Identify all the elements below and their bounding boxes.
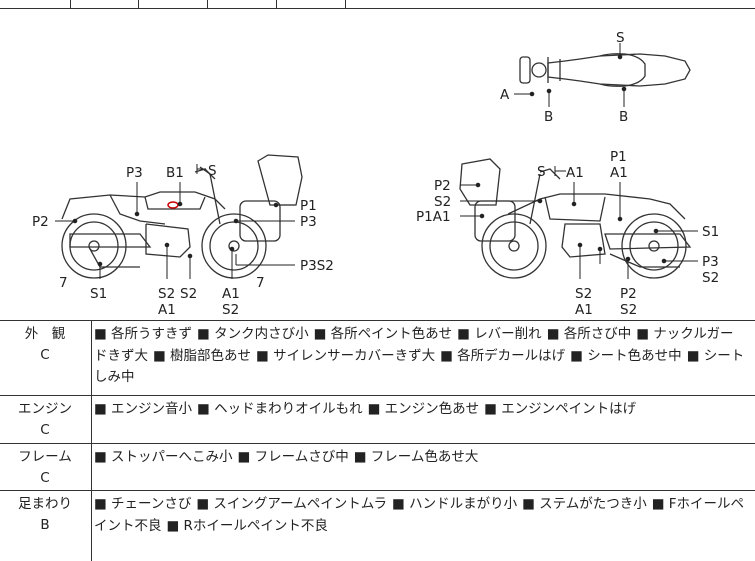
section-frame: フレーム C ストッパーへこみ小フレームさび中フレーム色あせ大 (0, 444, 755, 491)
right-a1-bottom-label: A1 (575, 302, 593, 318)
category-name: 足まわり (18, 496, 72, 512)
condition-item: シート色あせ中 (570, 348, 682, 364)
category-grade: B (40, 517, 50, 533)
condition-item: タンク内さび小 (197, 326, 309, 342)
condition-item: エンジン音小 (94, 401, 192, 417)
condition-item: チェーンさび (94, 496, 191, 512)
left-p3s2-label: P3S2 (300, 258, 334, 274)
condition-item: 各所うすきず (94, 326, 192, 342)
condition-item: スイングアームペイントムラ (196, 496, 387, 512)
section-exterior: 外 観 C 各所うすきずタンク内さび小各所ペイント色あせレバー削れ各所さび中ナッ… (0, 321, 755, 396)
condition-item: フレーム色あせ大 (354, 449, 479, 465)
section-category: 足まわり B (0, 491, 90, 536)
category-grade: C (40, 347, 50, 363)
right-s2-bottom-label: S2 (575, 286, 592, 302)
category-grade: C (40, 470, 50, 486)
left-b1-label: B1 (166, 165, 184, 181)
right-s2-bottom2-label: S2 (620, 302, 637, 318)
left-a1-label: A1 (158, 302, 176, 318)
top-view-motorcycle (519, 53, 691, 87)
section-category: エンジン C (0, 396, 90, 441)
top-a-label: A (500, 87, 510, 103)
right-p2-bottom-label: P2 (620, 286, 637, 302)
left-p3-label: P3 (126, 165, 143, 181)
section-category: フレーム C (0, 444, 90, 489)
left-seven-label: 7 (59, 275, 68, 291)
right-s1-label: S1 (702, 224, 719, 240)
top-b-right-label: B (619, 109, 628, 125)
right-p1-label: P1 (610, 149, 627, 165)
section-category: 外 観 C (0, 321, 90, 366)
condition-item: 各所ペイント色あせ (314, 326, 453, 342)
left-s2c-label: S2 (222, 302, 239, 318)
category-name: フレーム (18, 449, 72, 465)
left-s-label: S (208, 163, 217, 179)
condition-item: 各所デカールはげ (440, 348, 565, 364)
right-p1a1-label: P1A1 (416, 209, 451, 225)
left-s1-label: S1 (90, 286, 107, 302)
condition-item: ステムがたつき小 (522, 496, 647, 512)
section-chassis: 足まわり B チェーンさびスイングアームペイントムラハンドルまがり小ステムがたつ… (0, 491, 755, 561)
left-p1-label: P1 (300, 198, 317, 214)
condition-item: エンジン色あせ (368, 401, 480, 417)
right-s2-right-label: S2 (702, 270, 719, 286)
left-p2-label: P2 (32, 214, 49, 230)
right-p3-label: P3 (702, 254, 719, 270)
section-items: 各所うすきずタンク内さび小各所ペイント色あせレバー削れ各所さび中ナックルガードき… (94, 324, 746, 389)
header-table-strip (0, 0, 755, 9)
condition-item: 各所さび中 (547, 326, 632, 342)
damage-diagram: S A B B P3 B1 S P2 P1 P3 P3S2 7 S1 S2 S2… (0, 9, 755, 321)
condition-item: ストッパーへこみ小 (94, 449, 233, 465)
right-a1-top-label: A1 (566, 165, 584, 181)
category-name: エンジン (18, 401, 72, 417)
top-b-left-label: B (544, 109, 553, 125)
right-s2-label: S2 (434, 194, 451, 210)
condition-item: ヘッドまわりオイルもれ (197, 401, 363, 417)
top-s-label: S (616, 30, 625, 46)
category-grade: C (40, 422, 50, 438)
condition-item: レバー削れ (457, 326, 542, 342)
condition-item: エンジンペイントはげ (484, 401, 636, 417)
motorcycle-diagram: S A B B P3 B1 S P2 P1 P3 P3S2 7 S1 S2 S2… (32, 30, 719, 318)
section-items: チェーンさびスイングアームペイントムラハンドルまがり小ステムがたつき小Fホイール… (94, 494, 746, 537)
condition-item: 樹脂部色あせ (153, 348, 251, 364)
left-s2b-label: S2 (180, 286, 197, 302)
right-s-label: S (537, 164, 546, 180)
category-name: 外 観 (24, 326, 66, 342)
left-seven-right-label: 7 (256, 275, 265, 291)
left-a1b-label: A1 (222, 286, 240, 302)
left-p3-right-label: P3 (300, 214, 317, 230)
condition-item: サイレンサーカバーきず大 (256, 348, 435, 364)
section-engine: エンジン C エンジン音小ヘッドまわりオイルもれエンジン色あせエンジンペイントは… (0, 396, 755, 444)
right-side-motorcycle (459, 158, 692, 279)
left-s2-label: S2 (158, 286, 175, 302)
condition-item: Rホイールペイント不良 (167, 518, 328, 534)
condition-item: フレームさび中 (238, 449, 349, 465)
section-items: エンジン音小ヘッドまわりオイルもれエンジン色あせエンジンペイントはげ (94, 399, 746, 421)
right-p2-label: P2 (434, 178, 451, 194)
right-a1-label: A1 (610, 165, 628, 181)
section-items: ストッパーへこみ小フレームさび中フレーム色あせ大 (94, 447, 746, 469)
condition-item: ハンドルまがり小 (392, 496, 517, 512)
